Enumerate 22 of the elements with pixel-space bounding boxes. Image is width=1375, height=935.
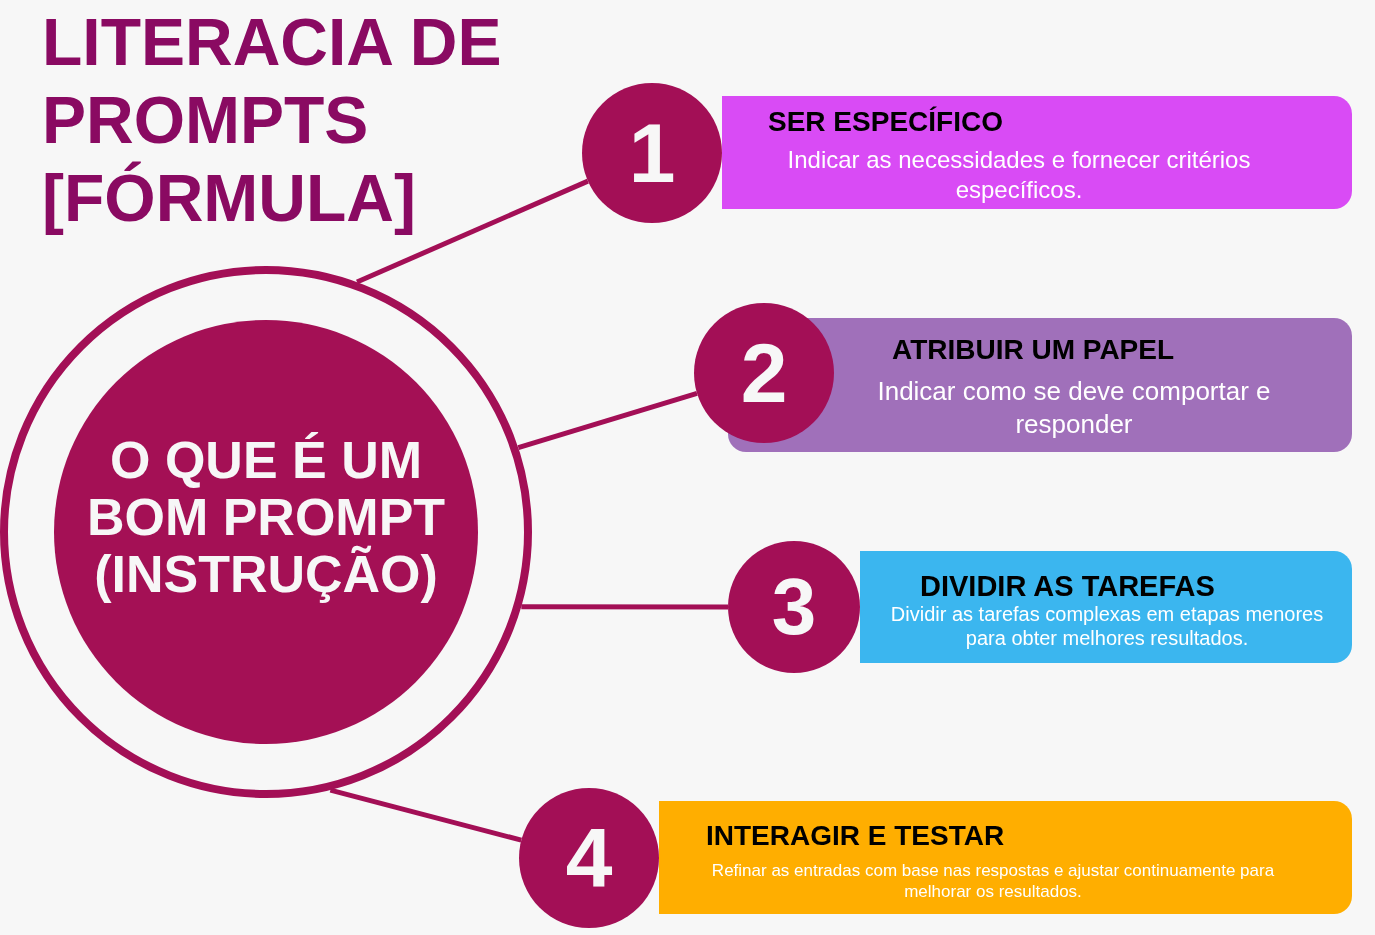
step-description: Refinar as entradas com base nas respostas e ajustar continuamente para melhorar os resultados. bbox=[710, 860, 1276, 902]
connector-line bbox=[329, 787, 522, 843]
connector-line bbox=[521, 604, 728, 610]
number-circle: 4 bbox=[519, 788, 659, 928]
step-heading: SER ESPECÍFICO bbox=[768, 105, 1003, 139]
center-circle: O QUE É UM BOM PROMPT (INSTRUÇÃO) bbox=[54, 320, 478, 744]
step-card bbox=[860, 551, 1352, 663]
outer-ring bbox=[0, 266, 532, 798]
step-heading: ATRIBUIR UM PAPEL bbox=[892, 333, 1175, 367]
number-circle: 1 bbox=[582, 83, 722, 223]
connector-line bbox=[356, 178, 589, 285]
step-heading: DIVIDIR AS TAREFAS bbox=[920, 569, 1215, 603]
step-description: Indicar como se deve comportar e responder bbox=[876, 375, 1272, 441]
number-circle: 3 bbox=[728, 541, 860, 673]
step-card bbox=[659, 801, 1352, 914]
step-description: Indicar as necessidades e fornecer critérios específicos. bbox=[786, 145, 1252, 205]
number-circle: 2 bbox=[694, 303, 834, 443]
step-card bbox=[722, 96, 1352, 209]
title: LITERACIA DE PROMPTS [FÓRMULA] bbox=[42, 4, 503, 237]
step-description: Dividir as tarefas complexas em etapas menores para obter melhores resultados. bbox=[889, 602, 1325, 650]
step-heading: INTERAGIR E TESTAR bbox=[706, 819, 1005, 853]
connector-line bbox=[517, 390, 698, 450]
